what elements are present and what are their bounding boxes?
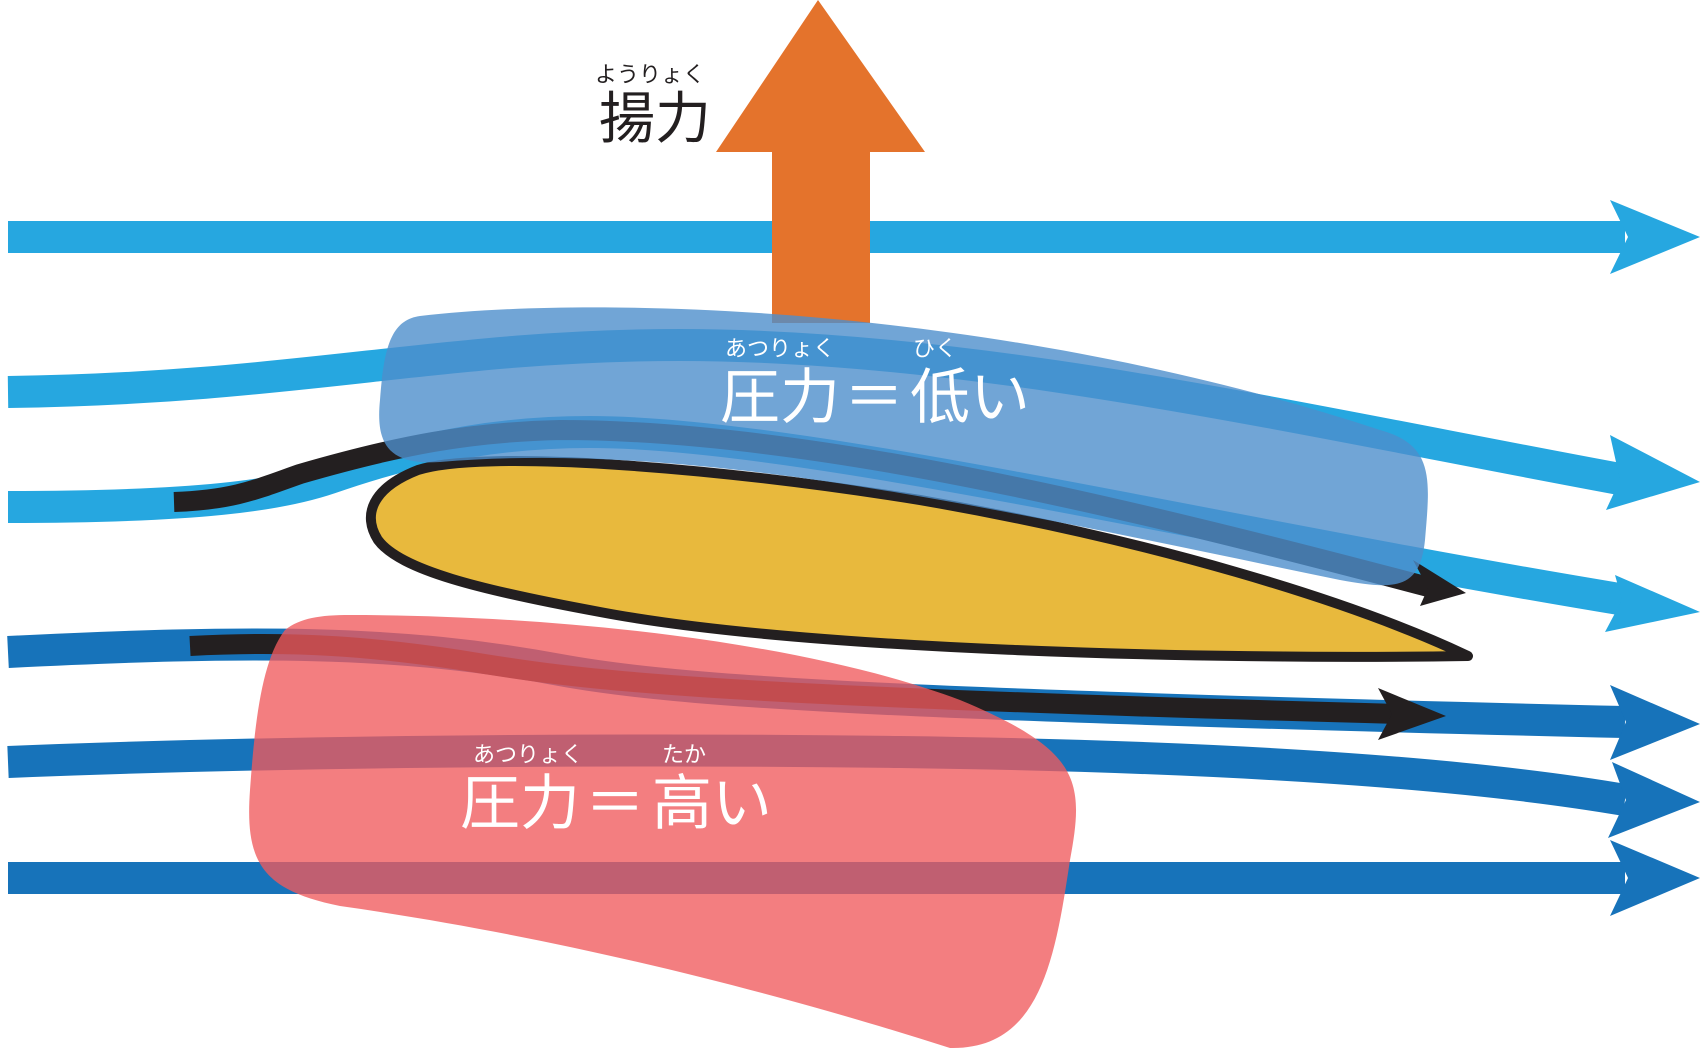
lift-text: 揚力: [599, 87, 711, 152]
streamline-arrow-icon: [1608, 762, 1700, 838]
airfoil-shape: [365, 456, 1473, 662]
low-pressure-ruby-main: あつりょく: [725, 337, 835, 362]
streamline-arrow-icon: [1610, 840, 1700, 916]
low-pressure-ruby-value: ひく: [913, 337, 957, 362]
high-pressure-ruby-value: たか: [662, 743, 706, 768]
high-pressure-value: 高い: [652, 769, 772, 839]
high-pressure-zone: [249, 615, 1077, 1049]
lift-arrow-icon: [716, 0, 925, 323]
lift-ruby: ようりょく: [595, 63, 705, 88]
streamline-arrow-icon: [1606, 435, 1700, 510]
streamline-arrow-icon: [1610, 200, 1700, 274]
high-pressure-label: あつりょく たか 圧力 ＝ 高い: [460, 743, 772, 839]
low-pressure-zone: [379, 307, 1428, 586]
low-pressure-label: あつりょく ひく 圧力 ＝ 低い: [720, 337, 1030, 433]
high-pressure-ruby-main: あつりょく: [473, 743, 583, 768]
high-pressure-equals: ＝: [585, 769, 645, 839]
airflow-arrow-icon: [1378, 688, 1446, 740]
streamline-arrow-icon: [1610, 685, 1700, 760]
low-pressure-main: 圧力: [720, 363, 840, 433]
lift-label: ようりょく 揚力: [595, 63, 711, 152]
high-pressure-main: 圧力: [460, 769, 580, 839]
low-pressure-equals: ＝: [844, 363, 904, 433]
low-pressure-value: 低い: [910, 363, 1030, 433]
streamline-arrow-icon: [1605, 575, 1700, 632]
airflow-arrow-icon: [1413, 560, 1466, 606]
